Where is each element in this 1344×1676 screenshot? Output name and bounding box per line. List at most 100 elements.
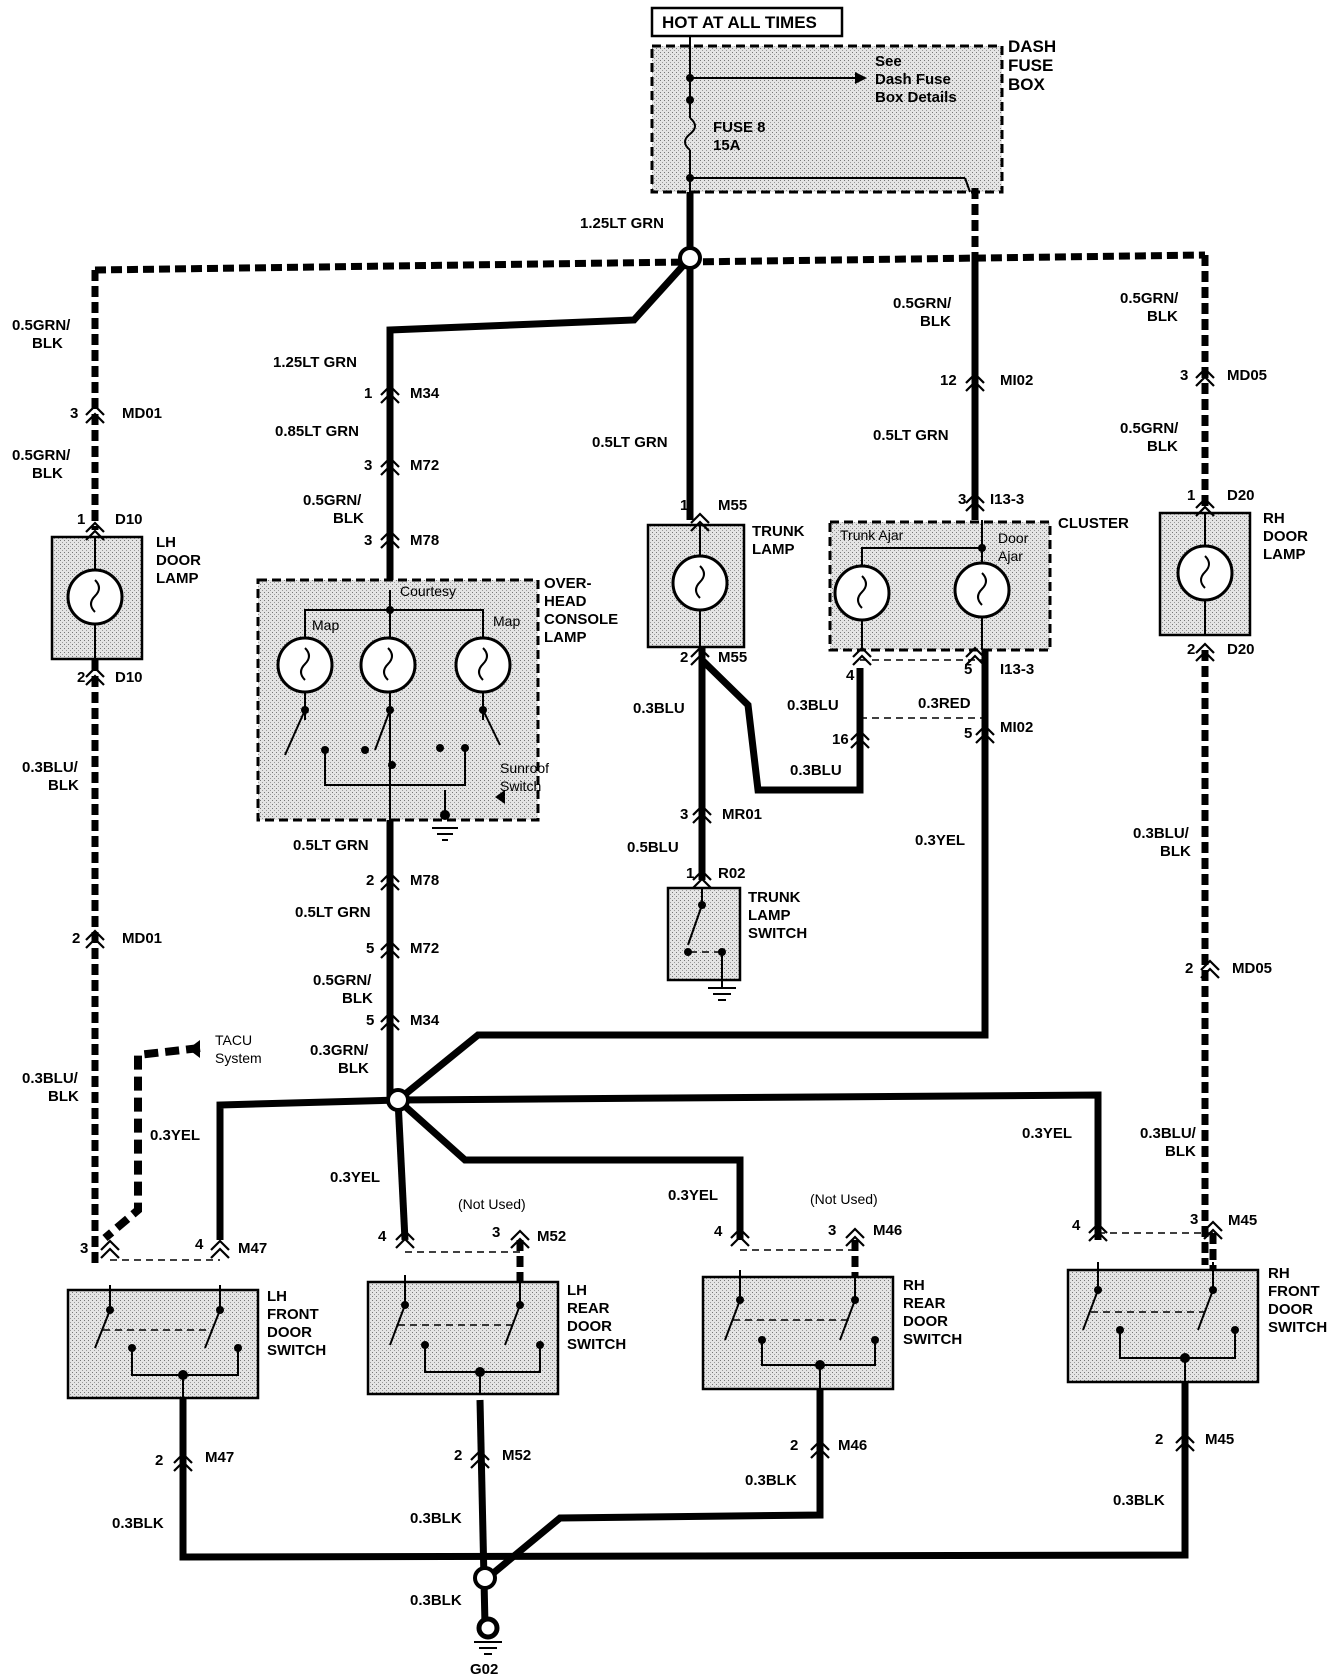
wire-label: 0.5LT GRN — [295, 904, 371, 921]
connector-chevron-icon — [85, 674, 105, 686]
fuse-rating: 15A — [713, 137, 741, 154]
pin-number: 4 — [714, 1223, 723, 1240]
component-label: REAR — [567, 1300, 610, 1317]
connector-chevron-icon — [852, 646, 872, 658]
connector-chevron-icon — [210, 1239, 230, 1251]
courtesy-label: Courtesy — [400, 583, 456, 599]
pin-number: 3 — [364, 532, 372, 549]
pin-number: 4 — [195, 1236, 204, 1253]
wire-label: 0.5GRN/ — [1120, 290, 1179, 307]
connector-label: M52 — [502, 1447, 531, 1464]
wire-label: 0.3RED — [918, 695, 971, 712]
connector-chevron-icon — [1195, 505, 1215, 517]
wire-label: 0.5GRN/ — [303, 492, 362, 509]
connector-chevron-icon — [380, 537, 400, 549]
connector-chevron-icon — [850, 729, 870, 741]
connector-chevron-icon — [470, 1449, 490, 1461]
component-label: TRUNK — [752, 523, 805, 540]
connector-chevron-icon — [1088, 1230, 1108, 1242]
connector-chevron-icon — [380, 384, 400, 396]
dash-fuse-box — [650, 44, 1004, 194]
wire-label: 0.3BLK — [745, 1472, 797, 1489]
lh-front-door-switch — [66, 1285, 260, 1400]
connector-chevron-icon — [100, 1247, 120, 1259]
see-details-label: Box Details — [875, 89, 957, 106]
connector-chevron-icon — [690, 646, 710, 658]
sunroof-switch-label: Sunroof — [500, 760, 549, 776]
wire-label: 0.5GRN/ — [12, 317, 71, 334]
wire-label: 0.5GRN/ — [12, 447, 71, 464]
pin-number: 5 — [964, 661, 972, 678]
connector-chevron-icon — [730, 1227, 750, 1239]
wire-label: 0.5LT GRN — [592, 434, 668, 451]
wire-label: BLK — [920, 313, 951, 330]
connector-chevron-icon — [850, 737, 870, 749]
connector-label: D10 — [115, 669, 143, 686]
wire-label: 0.5LT GRN — [293, 837, 369, 854]
connector-label: M46 — [838, 1437, 867, 1454]
wire-label: 0.3BLK — [112, 1515, 164, 1532]
wire-label: BLK — [338, 1060, 369, 1077]
rh-front-door-switch — [1066, 1262, 1260, 1384]
connector-label: M55 — [718, 649, 747, 666]
connector-chevron-icon — [1200, 959, 1220, 971]
connector-chevron-icon — [1195, 642, 1215, 654]
connector-label: M45 — [1205, 1431, 1234, 1448]
connector-chevron-icon — [1203, 1228, 1223, 1240]
connector-label: M34 — [410, 1012, 440, 1029]
component-label: TRUNK — [748, 889, 801, 906]
wire-label: 0.3BLU — [633, 700, 685, 717]
connector-chevron-icon — [965, 646, 985, 658]
connector-chevron-icon — [510, 1229, 530, 1241]
component-label: SWITCH — [903, 1331, 962, 1348]
map-label: Map — [493, 613, 520, 629]
see-details-label: Dash Fuse — [875, 71, 951, 88]
wire-label: BLK — [333, 510, 364, 527]
component-label: SWITCH — [567, 1336, 626, 1353]
wire-label: 0.5GRN/ — [893, 295, 952, 312]
connector-chevron-icon — [810, 1447, 830, 1459]
connector-chevron-icon — [692, 869, 712, 881]
pin-number: 2 — [790, 1437, 798, 1454]
pin-number: 5 — [964, 725, 972, 742]
labels: HOT AT ALL TIMES DASH FUSE BOX See Dash … — [12, 13, 1327, 1676]
splice-main — [678, 246, 702, 270]
connector-chevron-icon — [85, 521, 105, 533]
connector-chevron-icon — [380, 939, 400, 951]
connector-chevron-icon — [380, 392, 400, 404]
connector-chevron-icon — [1203, 1220, 1223, 1232]
component-label: LAMP — [544, 629, 587, 646]
connector-label: D10 — [115, 511, 143, 528]
connector-label: D20 — [1227, 641, 1255, 658]
wire-label: 0.5BLU — [627, 839, 679, 856]
not-used-label: (Not Used) — [458, 1196, 526, 1212]
sunroof-switch-label: Switch — [500, 778, 541, 794]
wire-label: 0.3YEL — [150, 1127, 200, 1144]
wire-label: 0.3BLK — [1113, 1492, 1165, 1509]
wire-label: 0.3YEL — [1022, 1125, 1072, 1142]
component-label: DOOR — [567, 1318, 612, 1335]
connector-label: M52 — [537, 1228, 566, 1245]
pin-number: 4 — [1072, 1217, 1081, 1234]
component-label: FRONT — [1268, 1283, 1320, 1300]
connector-label: I13-3 — [1000, 661, 1034, 678]
connector-label: MD05 — [1232, 960, 1272, 977]
wire-label: 0.3BLU — [790, 762, 842, 779]
lh-rear-door-switch — [366, 1275, 560, 1396]
connector-chevron-icon — [1195, 650, 1215, 662]
connector-chevron-icon — [510, 1237, 530, 1249]
see-details-label: See — [875, 53, 902, 70]
wire-label: 0.3YEL — [668, 1187, 718, 1204]
connector-chevron-icon — [975, 724, 995, 736]
wire-label: 0.3YEL — [915, 832, 965, 849]
hot-at-all-times-label: HOT AT ALL TIMES — [662, 13, 817, 32]
connector-chevron-icon — [85, 937, 105, 949]
wire-label: BLK — [48, 777, 79, 794]
trunk-ajar-label: Trunk Ajar — [840, 527, 904, 543]
pin-number: 2 — [680, 649, 688, 666]
connector-chevron-icon — [380, 1019, 400, 1031]
pin-number: 3 — [1190, 1211, 1198, 1228]
connector-chevron-icon — [845, 1235, 865, 1247]
pin-number: 3 — [828, 1222, 836, 1239]
